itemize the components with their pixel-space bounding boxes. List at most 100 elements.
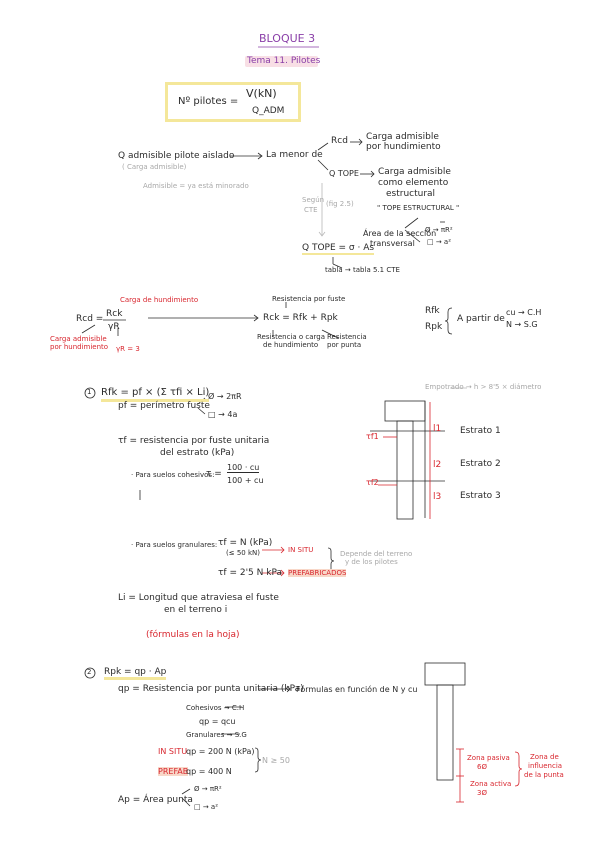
rcd-under-rck-1: Resistencia o carga bbox=[257, 333, 326, 341]
s1-coh-label: · Para suelos cohesivos: bbox=[131, 471, 215, 479]
s2-zona-activa-1: Zona activa bbox=[470, 780, 512, 788]
s1-gran-eq2: τf = 2'5 N kPa bbox=[218, 568, 282, 578]
s2-qp-arrow: Fórmulas en función de N y cu bbox=[296, 685, 418, 694]
rcd-under-rpk-1: Resistencia bbox=[327, 333, 367, 341]
s1-empotrado: Empotrado → h > 8'5 × diámetro bbox=[425, 383, 542, 391]
tree-branch2-desc-1: Carga admisible bbox=[378, 167, 451, 177]
formula-denominator: Q_ADM bbox=[252, 106, 285, 116]
formula-box bbox=[165, 82, 301, 122]
tree-square: □ → a² bbox=[427, 238, 452, 246]
s2-qp-eq: qp = qcu bbox=[199, 717, 236, 726]
s2-coh: Cohesivos → C.H bbox=[186, 704, 245, 712]
tree-root-note: ( Carga admisible) bbox=[122, 163, 187, 171]
s2-circ: Ø → πR² bbox=[194, 785, 222, 793]
s1-estrato-1: Estrato 1 bbox=[460, 426, 501, 436]
rcd-den: γR bbox=[108, 322, 120, 332]
s1-eq: Rfk = pf × (Σ τfi × Li) bbox=[101, 387, 210, 402]
rcd-under-rpk-2: por punta bbox=[327, 341, 362, 349]
page-title: BLOQUE 3 bbox=[259, 32, 316, 45]
formula-lhs: Nº pilotes = bbox=[178, 96, 239, 107]
s1-tau2: del estrato (kPa) bbox=[160, 448, 235, 458]
rcd-gamma: γR = 3 bbox=[116, 345, 140, 353]
s2-zona-pasiva-1: Zona pasiva bbox=[467, 754, 510, 762]
s2-insitu-eq: qp = 200 N (kPa) bbox=[186, 747, 255, 756]
s1-insitu: IN SITU bbox=[288, 546, 314, 554]
rcd-cu: cu → C.H bbox=[506, 308, 542, 317]
s1-despend-2: y de los pilotes bbox=[345, 558, 398, 566]
tree-segun-1: Según bbox=[302, 196, 325, 204]
s1-coh-den: 100 + cu bbox=[227, 476, 264, 485]
s2-ncond: N ≥ 50 bbox=[262, 756, 290, 765]
s1-gran-eq: τf = N (kPa) bbox=[218, 538, 273, 548]
tree-segun-2: CTE bbox=[304, 206, 318, 214]
s1-estrato-3: Estrato 3 bbox=[460, 491, 501, 501]
rcd-under-rck-2: de hundimiento bbox=[263, 341, 319, 349]
s1-l3: l3 bbox=[433, 492, 442, 502]
tree-branch1-sym: Rcd bbox=[331, 136, 348, 146]
s1-tf2: τf2 bbox=[366, 478, 379, 487]
tree-branch1-desc-1: Carga admisible bbox=[366, 132, 439, 142]
rcd-lhs: Rcd = bbox=[76, 314, 104, 324]
s2-eq: Rpk = qp · Ap bbox=[104, 667, 167, 681]
s2-prefab: PREFAB bbox=[158, 767, 189, 777]
s2-prefab-eq: qp = 400 N bbox=[186, 767, 232, 776]
s1-gran-cond: (≤ 50 kN) bbox=[226, 549, 260, 557]
rcd-eq: Rck = Rfk + Rpk bbox=[263, 313, 338, 323]
s1-l1: l1 bbox=[433, 424, 442, 434]
rcd-fuste-top: Resistencia por fuste bbox=[272, 295, 346, 303]
s2-ap: Ap = Área punta bbox=[118, 795, 193, 805]
s2-zona-activa-2: 3Ø bbox=[477, 789, 487, 797]
rcd-num: Rck bbox=[106, 309, 123, 319]
s1-tau: τf = resistencia por fuste unitaria bbox=[118, 436, 270, 446]
rcd-rfk: Rfk bbox=[425, 306, 440, 316]
s1-despend-1: Depende del terreno bbox=[340, 550, 413, 558]
s2-zona-influencia-2: influencia bbox=[528, 762, 563, 770]
rcd-n: N → S.G bbox=[506, 320, 538, 329]
tree-area-label-1: Área de la sección bbox=[363, 229, 437, 238]
s2-number: 2 bbox=[87, 668, 92, 676]
page-subtitle: Tema 11. Pilotes bbox=[247, 56, 321, 66]
s1-gran-label: · Para suelos granulares: bbox=[131, 541, 218, 549]
s1-prefab: PREFABRICADOS bbox=[288, 569, 347, 578]
s2-square: □ → a² bbox=[194, 803, 219, 811]
s1-li: Li = Longitud que atraviesa el fuste bbox=[118, 593, 279, 603]
subtitle-highlight bbox=[245, 56, 318, 67]
s1-hoja: (fórmulas en la hoja) bbox=[146, 630, 240, 640]
tree-fig: (fig 2.5) bbox=[326, 200, 354, 208]
tree-branch2-desc-3: estructural bbox=[386, 189, 436, 199]
s1-coh-eq: τ = bbox=[206, 469, 222, 479]
s2-qp: qp = Resistencia por punta unitaria (kPa… bbox=[118, 684, 304, 694]
rcd-left-note-1: Carga admisible bbox=[50, 335, 107, 343]
tree-gray-note: Admisible = ya está minorado bbox=[143, 182, 249, 190]
s1-li2: en el terreno i bbox=[164, 605, 228, 615]
s2-insitu: IN SITU bbox=[158, 747, 188, 756]
tree-branch1-desc-2: por hundimiento bbox=[366, 142, 441, 152]
s2-zona-influencia-3: de la punta bbox=[524, 771, 564, 779]
tree-circ: Ø → πR² bbox=[425, 226, 453, 234]
tree-tabla: tabla → tabla 5.1 CTE bbox=[325, 266, 400, 274]
s1-estrato-2: Estrato 2 bbox=[460, 459, 501, 469]
tree-area-label-2: transversal bbox=[370, 239, 415, 248]
s1-tf1: τf1 bbox=[366, 432, 379, 441]
s1-coh-num: 100 · cu bbox=[227, 463, 260, 474]
tree-branch2-quote: " TOPE ESTRUCTURAL " bbox=[377, 204, 460, 212]
tree-middle: La menor de bbox=[266, 150, 323, 160]
formula-numerator: V(kN) bbox=[246, 87, 277, 100]
s1-pf: pf = perímetro fuste bbox=[118, 401, 210, 411]
tree-root: Q admisible pilote aislado bbox=[118, 151, 235, 161]
tree-branch2-sym: Q TOPE bbox=[329, 169, 359, 178]
rcd-carga-top: Carga de hundimiento bbox=[120, 296, 199, 304]
rcd-left-note-2: por hundimiento bbox=[50, 343, 109, 351]
rcd-rpk: Rpk bbox=[425, 322, 443, 332]
tree-branch2-desc-2: como elemento bbox=[378, 178, 449, 188]
s1-square: □ → 4a bbox=[208, 410, 238, 419]
s1-l2: l2 bbox=[433, 460, 442, 470]
rcd-apartir: A partir de bbox=[457, 314, 505, 324]
tree-qtope-formula: Q TOPE = σ · As bbox=[302, 243, 375, 256]
s2-zona-influencia-1: Zona de bbox=[530, 753, 559, 761]
s2-zona-pasiva-2: 6Ø bbox=[477, 763, 487, 771]
s1-number: 1 bbox=[87, 388, 92, 396]
s1-circ: Ø → 2πR bbox=[208, 392, 242, 401]
s2-gran: Granulares → S.G bbox=[186, 731, 247, 739]
